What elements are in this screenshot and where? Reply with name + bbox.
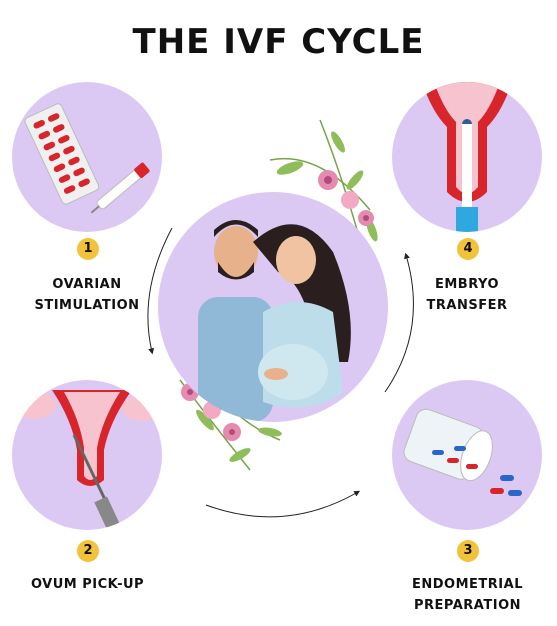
step-1-badge: 1 <box>77 238 99 260</box>
step-2-badge: 2 <box>77 540 99 562</box>
step-1-illustration <box>12 82 162 232</box>
arrow-3-to-4 <box>384 252 414 393</box>
arrow-1-to-2 <box>147 227 173 355</box>
couple-illustration <box>198 220 351 422</box>
injection-pen-icon <box>90 162 150 214</box>
step-1-label: OVARIAN STIMULATION <box>34 277 140 313</box>
step-4-illustration <box>392 82 542 232</box>
step-2-illustration <box>12 380 162 530</box>
needle-icon <box>72 434 112 511</box>
step-3-label: ENDOMETRIAL PREPARATION <box>412 577 523 613</box>
uterus-icon <box>12 390 162 530</box>
pill-bottle-icon <box>403 408 522 496</box>
pipette-icon <box>456 207 478 232</box>
pill-blister-icon <box>24 103 100 205</box>
step-3-badge: 3 <box>457 540 479 562</box>
arrow-2-to-3 <box>205 490 361 518</box>
uterus-icon <box>422 82 512 232</box>
page-title: THE IVF CYCLE <box>132 22 425 62</box>
step-3-illustration <box>392 380 542 530</box>
step-2-label: OVUM PICK-UP <box>30 577 145 592</box>
step-4-label: EMBRYO TRANSFER <box>426 277 508 313</box>
step-4-badge: 4 <box>457 238 479 260</box>
couple-illustration <box>158 192 388 422</box>
